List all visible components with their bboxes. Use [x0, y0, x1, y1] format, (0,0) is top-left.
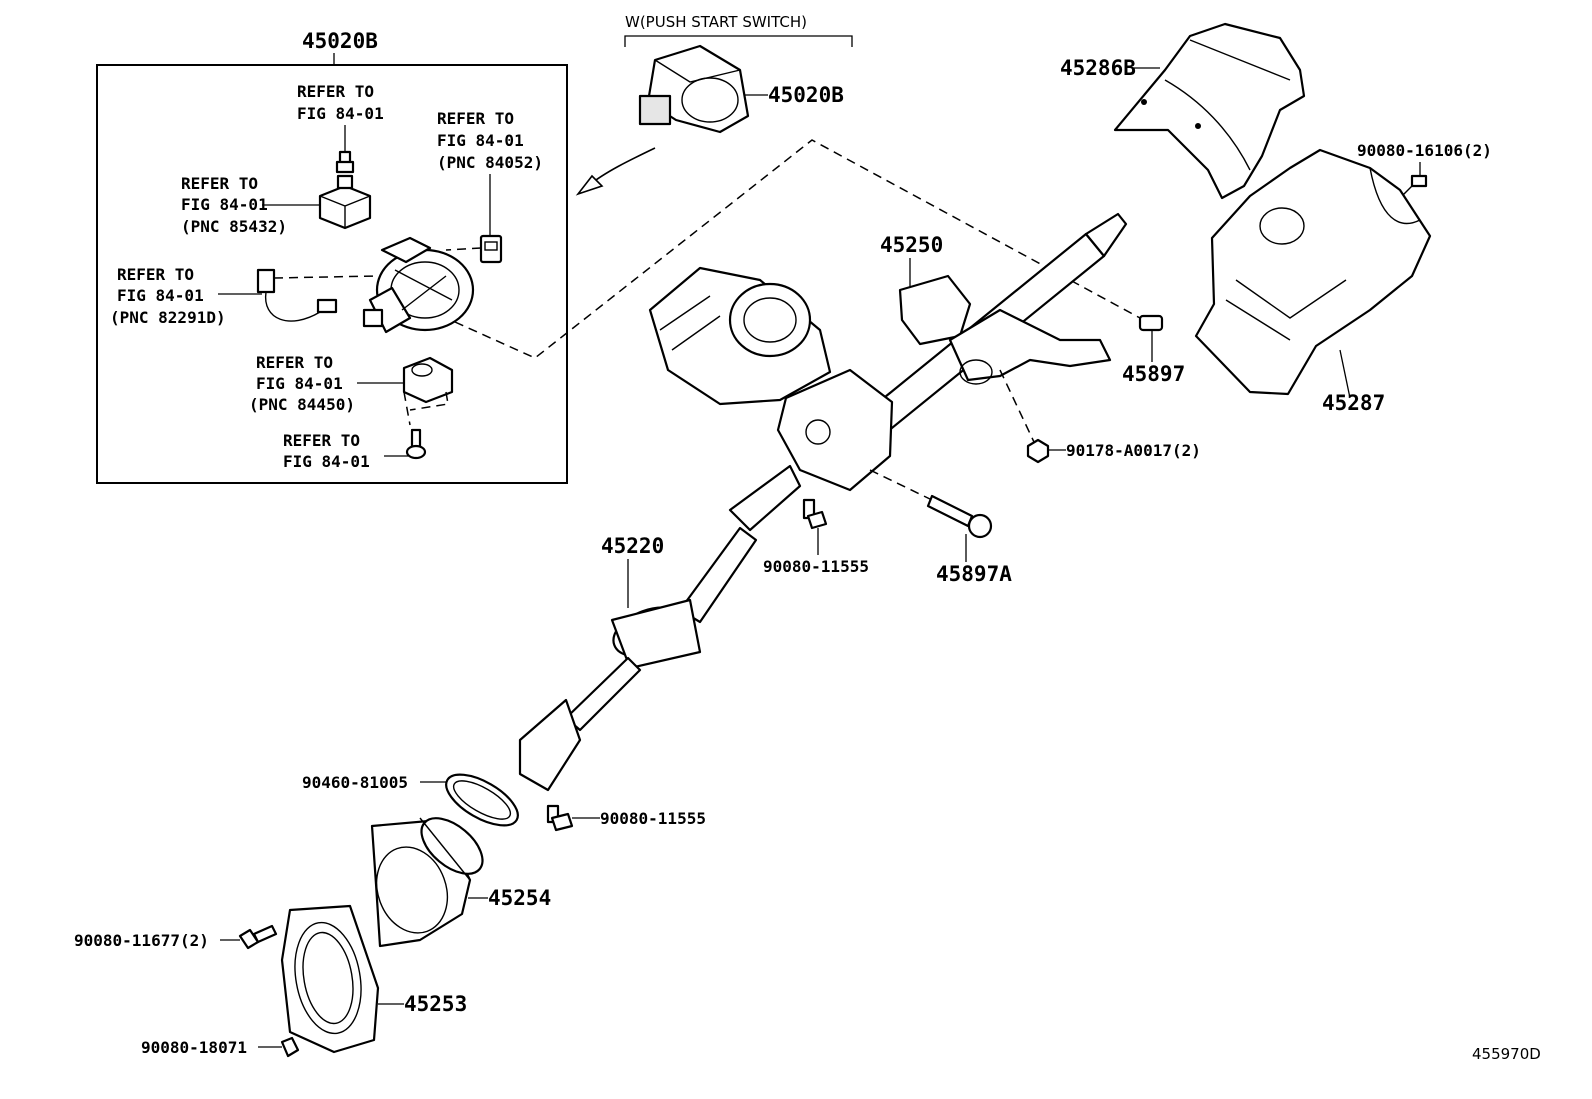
cover-screw-icon — [1401, 174, 1428, 197]
refer-note-1-line1: REFER TO — [297, 82, 374, 101]
label-45020B-switch[interactable]: 45020B — [768, 83, 844, 107]
bolt-45897A-icon — [926, 494, 993, 539]
column-hole-seal-icon — [280, 904, 380, 1054]
bolt-90080-11555-upper-icon — [802, 498, 828, 530]
refer-note-2-line2: FIG 84-01 — [437, 131, 524, 150]
label-90178-A0017[interactable]: 90178-A0017(2) — [1066, 441, 1201, 460]
label-45897A[interactable]: 45897A — [936, 562, 1012, 586]
label-90080-16106[interactable]: 90080-16106(2) — [1357, 141, 1492, 160]
refer-note-4-line3: (PNC 82291D) — [110, 308, 226, 327]
label-90080-11555-lower[interactable]: 90080-11555 — [600, 809, 706, 828]
refer-note-6-line2: FIG 84-01 — [283, 452, 370, 471]
label-90080-18071[interactable]: 90080-18071 — [141, 1038, 247, 1057]
screw-icon — [405, 428, 427, 460]
relay-switch-icon — [318, 174, 372, 230]
connector-icon — [479, 234, 503, 264]
bolt-45897-icon — [1138, 314, 1164, 332]
refer-note-3-line1: REFER TO — [181, 174, 258, 193]
label-45897[interactable]: 45897 — [1122, 362, 1185, 386]
refer-note-1-line2: FIG 84-01 — [297, 104, 384, 123]
refer-note-2-line3: (PNC 84052) — [437, 153, 543, 172]
refer-note-5-line3: (PNC 84450) — [249, 395, 355, 414]
refer-note-3-line3: (PNC 85432) — [181, 217, 287, 236]
bolt-90080-11677-icon — [238, 924, 278, 950]
hose-clamp-icon — [445, 773, 519, 827]
push-start-switch-icon — [638, 44, 750, 134]
nut-icon — [1026, 438, 1050, 464]
label-45254[interactable]: 45254 — [488, 886, 551, 910]
column-hole-cover-icon — [370, 817, 484, 948]
push-start-switch-note: W(PUSH START SWITCH) — [625, 13, 807, 31]
wire-harness-icon — [256, 268, 338, 322]
label-45287[interactable]: 45287 — [1322, 391, 1385, 415]
label-45250[interactable]: 45250 — [880, 233, 943, 257]
key-cylinder-icon — [402, 356, 454, 404]
refer-note-5-line2: FIG 84-01 — [256, 374, 343, 393]
refer-note-4-line1: REFER TO — [117, 265, 194, 284]
upper-column-cover-icon — [1113, 22, 1306, 200]
inset-box-45020B — [96, 64, 568, 484]
label-90460-81005[interactable]: 90460-81005 — [302, 773, 408, 792]
figure-code: 455970D — [1472, 1045, 1541, 1063]
bolt-90080-18071-icon — [280, 1036, 300, 1058]
ignition-switch-assembly-icon — [362, 236, 475, 334]
refer-note-5-line1: REFER TO — [256, 353, 333, 372]
refer-note-3-line2: FIG 84-01 — [181, 195, 268, 214]
refer-note-6-line1: REFER TO — [283, 431, 360, 450]
label-45286B[interactable]: 45286B — [1060, 56, 1136, 80]
label-45253[interactable]: 45253 — [404, 992, 467, 1016]
lower-column-cover-icon — [1194, 148, 1432, 396]
small-bolt-icon — [335, 150, 355, 174]
steering-column-assembly-icon — [648, 212, 1128, 492]
label-90080-11555-upper[interactable]: 90080-11555 — [763, 557, 869, 576]
label-45220[interactable]: 45220 — [601, 534, 664, 558]
refer-note-4-line2: FIG 84-01 — [117, 286, 204, 305]
curved-arrow — [587, 147, 656, 187]
bolt-90080-11555-lower-icon — [546, 804, 574, 832]
refer-note-2-line1: REFER TO — [437, 109, 514, 128]
label-45020B-box[interactable]: 45020B — [302, 29, 378, 53]
intermediate-shaft-icon — [518, 464, 802, 792]
label-90080-11677[interactable]: 90080-11677(2) — [74, 931, 209, 950]
